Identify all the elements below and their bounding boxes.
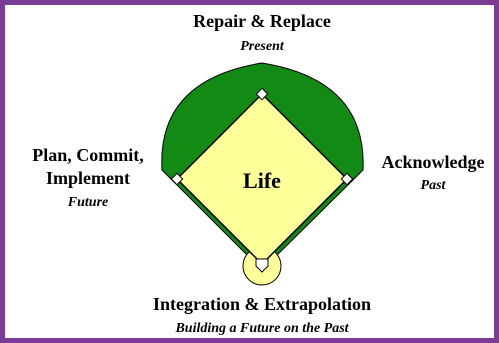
left-title-line1: Plan, Commit, (32, 145, 144, 165)
right-title: Acknowledge (381, 152, 485, 172)
bottom-title: Integration & Extrapolation (153, 294, 371, 314)
right-subtitle: Past (420, 178, 446, 193)
bottom-subtitle: Building a Future on the Past (175, 321, 349, 336)
center-label: Life (243, 168, 281, 193)
top-title: Repair & Replace (193, 11, 331, 31)
third-base (170, 172, 184, 186)
first-base (340, 172, 354, 186)
left-subtitle: Future (67, 195, 109, 210)
top-subtitle: Present (240, 39, 284, 54)
left-title-line2: Implement (46, 168, 130, 188)
home-plate (255, 258, 269, 273)
second-base (255, 87, 269, 101)
